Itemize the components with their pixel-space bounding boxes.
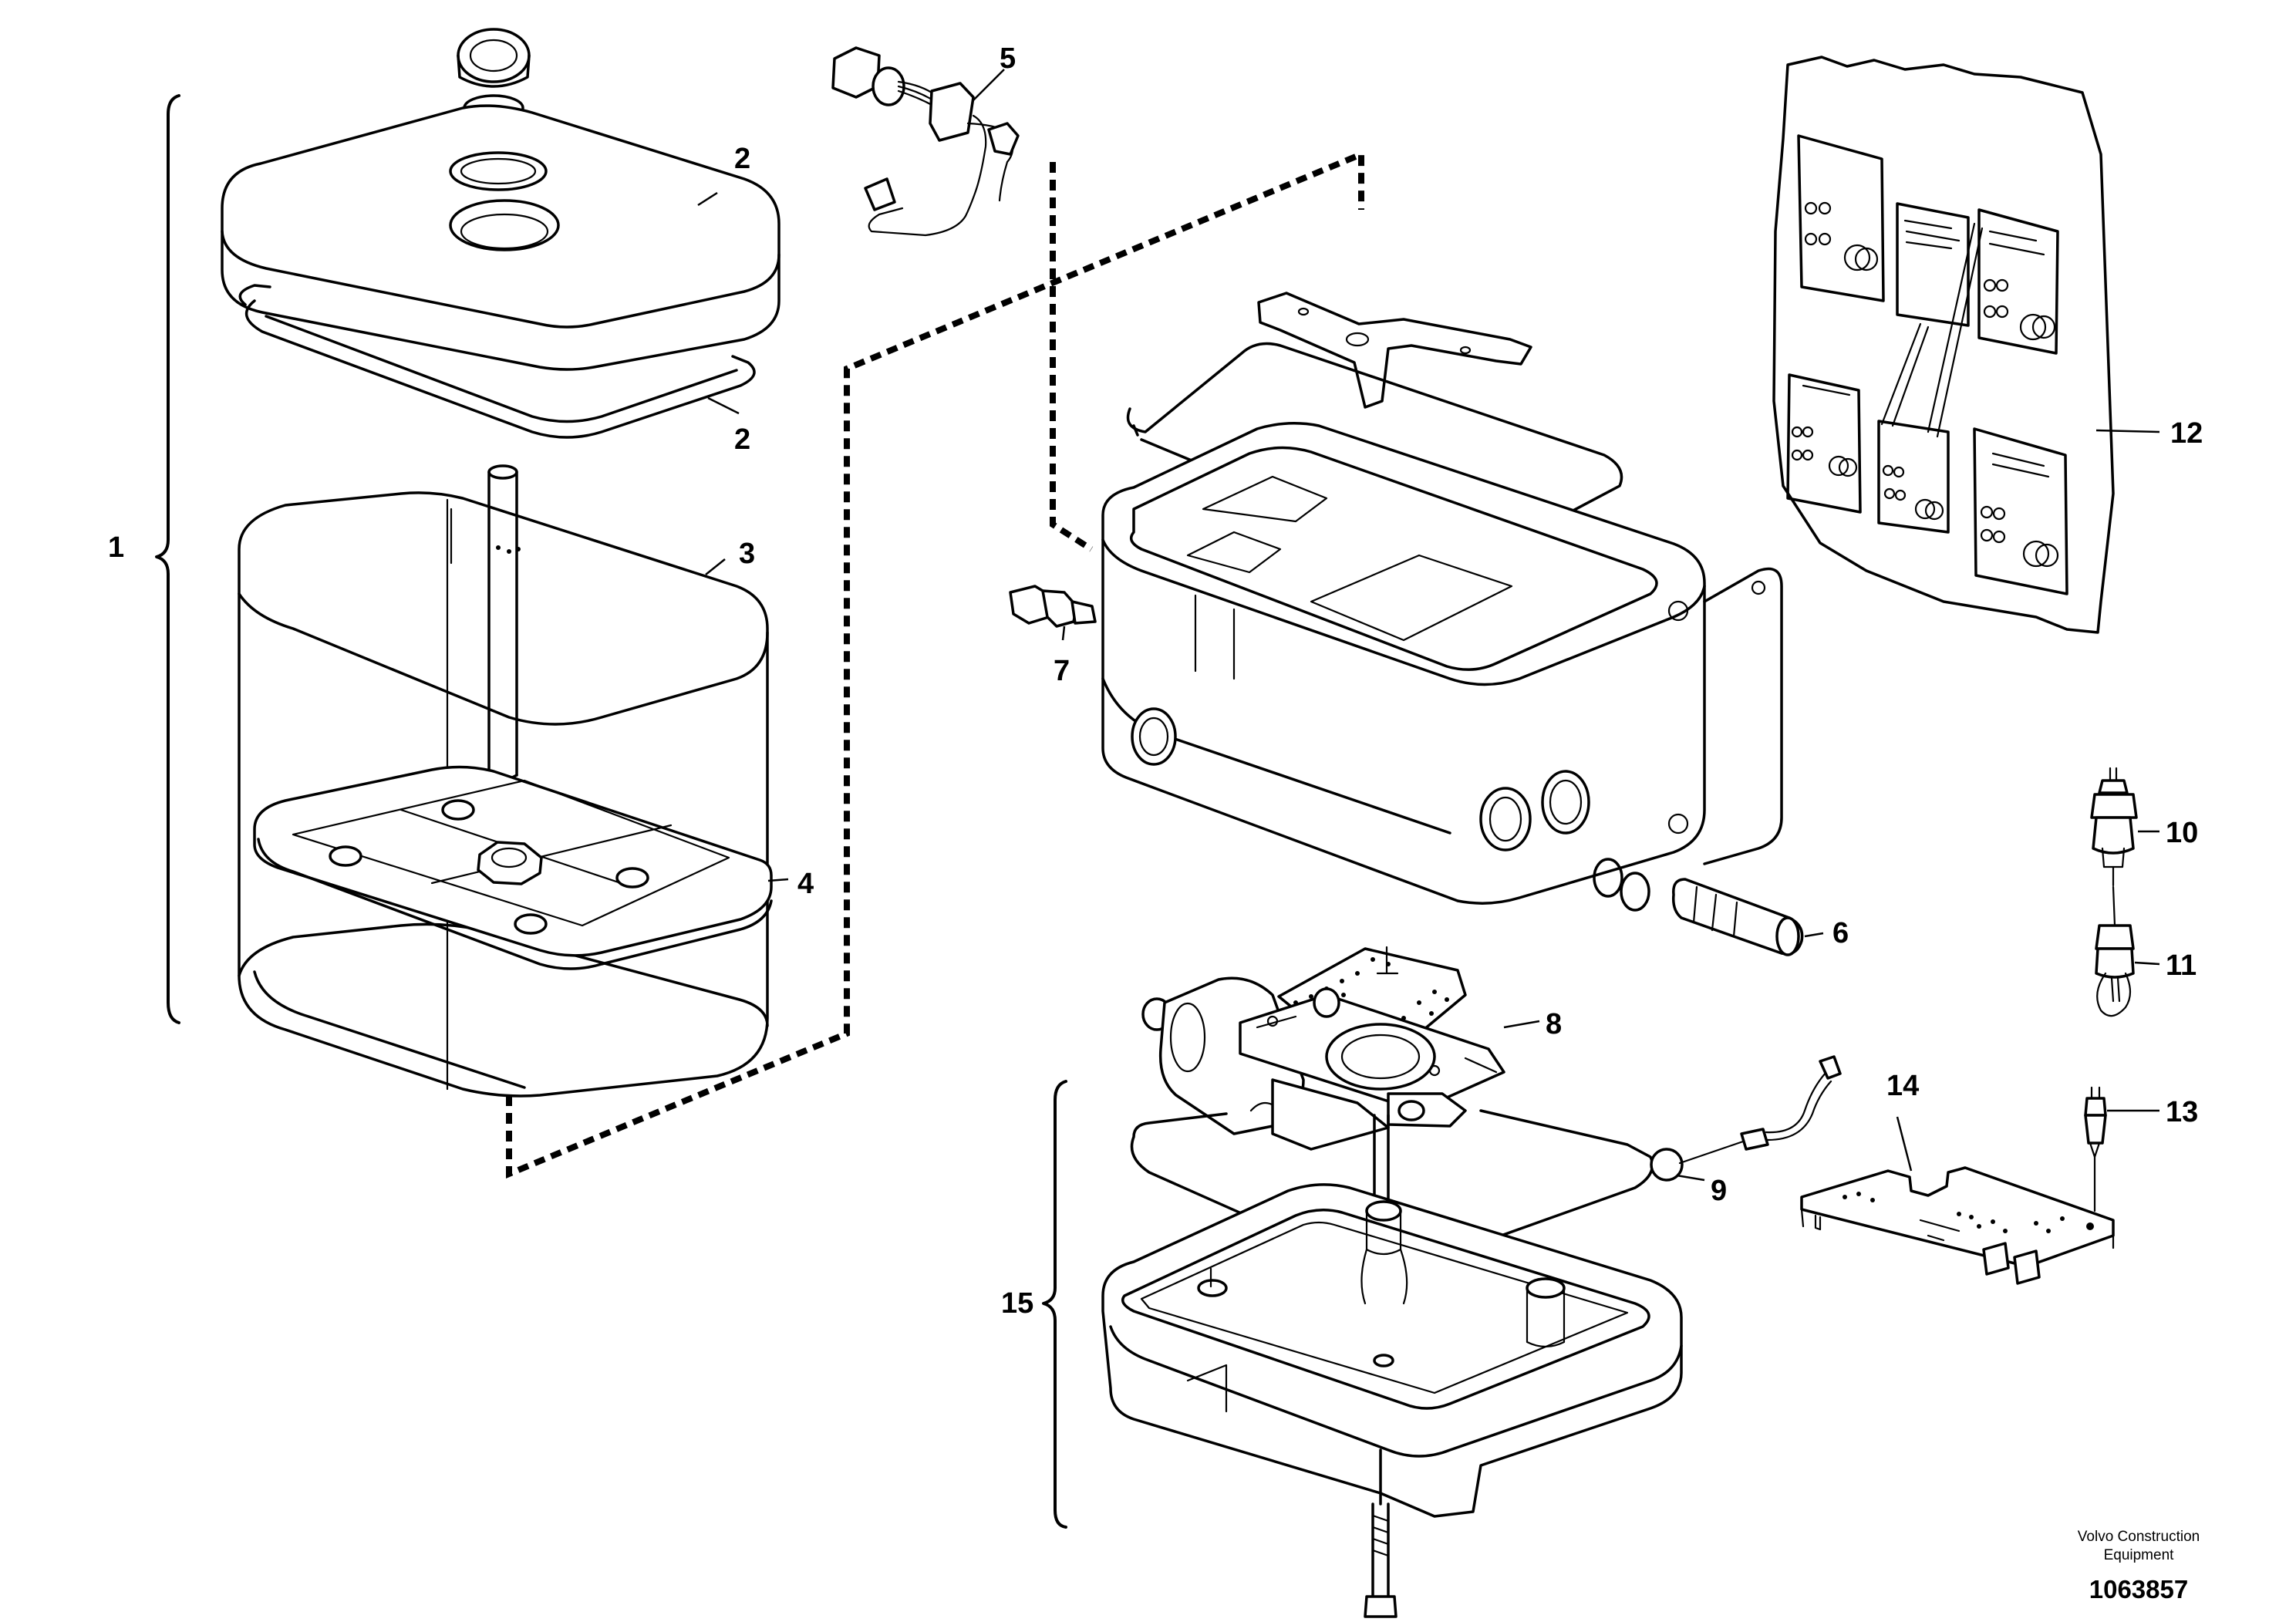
callout-1: 1 [108, 531, 124, 564]
bottom-bolt [1364, 1448, 1397, 1618]
leader-lines [697, 69, 2160, 1182]
suction-tube [487, 464, 521, 811]
footer: Volvo Construction Equipment 1063857 [2078, 1529, 2200, 1603]
callout-10: 10 [2166, 817, 2198, 849]
callout-2-gasket: 2 [734, 423, 750, 456]
hose-nipple [1593, 858, 1804, 956]
callout-15: 15 [1001, 1287, 1033, 1320]
pressure-switch [2090, 767, 2138, 887]
callout-7: 7 [1054, 655, 1070, 687]
strainer-plate [253, 765, 773, 970]
callout-11: 11 [2166, 949, 2197, 982]
hose-dashed-line [506, 149, 1364, 1179]
callout-8: 8 [1546, 1008, 1562, 1040]
seal-rings [1791, 201, 2059, 568]
elbow-fitting [1009, 585, 1097, 628]
callout-14: 14 [1886, 1070, 1919, 1102]
brand-line-1: Volvo Construction [2078, 1529, 2200, 1545]
callout-6: 6 [1832, 917, 1849, 949]
sensor-pin [2084, 1086, 2107, 1212]
reservoir-lid [221, 104, 781, 371]
connector-plug [2095, 885, 2135, 1017]
callout-13: 13 [2166, 1096, 2198, 1128]
valve-housing [1101, 292, 1783, 905]
bottom-housing [1101, 1109, 1683, 1518]
callout-9: 9 [1711, 1175, 1727, 1207]
callout-5: 5 [1000, 42, 1016, 75]
wiring-harness [831, 46, 1020, 237]
reservoir-assembly [221, 28, 781, 1098]
lid-gasket [238, 284, 756, 439]
circuit-board [1800, 1166, 2115, 1285]
callout-4: 4 [797, 868, 814, 900]
sensor-cable [1650, 1055, 1842, 1182]
callout-12: 12 [2170, 417, 2203, 450]
lid-gasket-inner [265, 315, 738, 423]
drawing-number: 1063857 [2089, 1575, 2188, 1603]
hose-dashed-line-2 [1050, 162, 1094, 552]
brace-item-15 [1042, 1080, 1067, 1529]
callout-2-lid: 2 [734, 143, 750, 175]
callout-3: 3 [739, 538, 755, 570]
brace-item-1 [155, 94, 180, 1024]
seal-kit-bag [1772, 56, 2115, 634]
callout-labels: 1 2 2 3 4 5 6 7 8 9 10 11 12 13 14 15 [108, 42, 2203, 1320]
reservoir-tank [238, 491, 769, 1098]
brand-line-2: Equipment [2104, 1547, 2175, 1563]
